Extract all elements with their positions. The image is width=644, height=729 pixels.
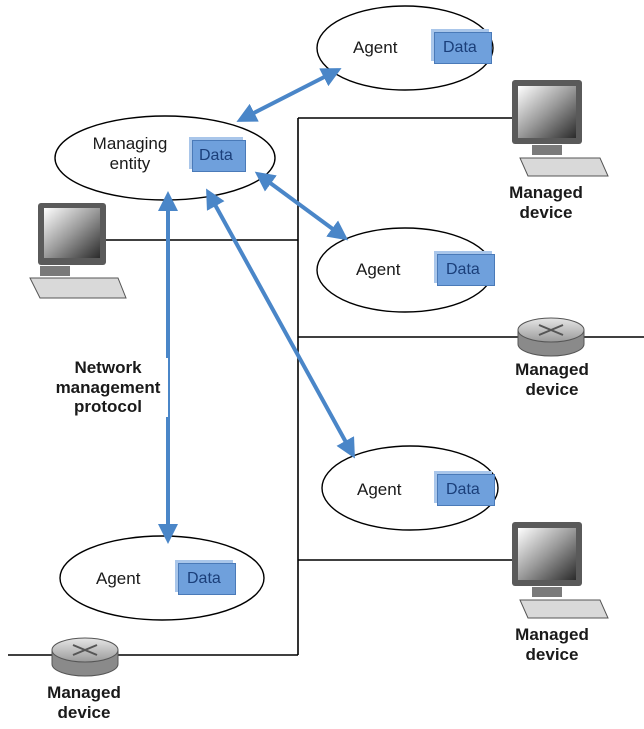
device-label-line1: Managed bbox=[509, 183, 583, 202]
agent-data-label-3: Data bbox=[446, 481, 480, 498]
managed-device-label-1: Managed device bbox=[496, 183, 596, 222]
device-label-line2: device bbox=[519, 202, 573, 222]
managing-entity-data-box: Data bbox=[192, 140, 246, 172]
agent-label-4: Agent bbox=[96, 569, 141, 588]
device-label-line2: device bbox=[525, 379, 579, 399]
agent-label-3: Agent bbox=[357, 480, 402, 499]
managed-device-label-2: Managed device bbox=[502, 360, 602, 399]
managing-entity-line2: entity bbox=[109, 153, 151, 173]
agent-ellipse-1 bbox=[316, 5, 494, 91]
arrow-managing-agent3 bbox=[206, 188, 355, 459]
device-label-line2: device bbox=[525, 644, 579, 664]
agent-data-box-3: Data bbox=[437, 474, 495, 506]
router-icon-right bbox=[517, 317, 585, 357]
agent-data-label-2: Data bbox=[446, 261, 480, 278]
device-label-line2: device bbox=[57, 702, 111, 722]
agent-data-box-4: Data bbox=[178, 563, 236, 595]
protocol-label-line1: Network bbox=[74, 358, 142, 377]
managing-entity-data-label: Data bbox=[199, 147, 233, 164]
agent-data-box-1: Data bbox=[434, 32, 492, 64]
managing-pc-icon bbox=[29, 203, 127, 299]
agent-label-2: Agent bbox=[356, 260, 401, 279]
arrow-managing-agent2 bbox=[254, 171, 349, 241]
agent-label-1: Agent bbox=[353, 38, 398, 57]
computer-icon-top bbox=[512, 80, 609, 177]
device-label-line1: Managed bbox=[515, 360, 589, 379]
computer-icon-bottom bbox=[512, 522, 609, 619]
router-icon-left bbox=[51, 637, 119, 677]
device-label-line1: Managed bbox=[47, 683, 121, 702]
agent-data-box-2: Data bbox=[437, 254, 495, 286]
managed-device-label-3: Managed device bbox=[502, 625, 602, 664]
managing-entity-line1: Managing bbox=[92, 134, 168, 153]
agent-data-label-1: Data bbox=[443, 39, 477, 56]
protocol-label-line2: management bbox=[55, 377, 161, 397]
protocol-label-line3: protocol bbox=[74, 397, 142, 417]
managed-device-label-4: Managed device bbox=[34, 683, 134, 722]
arrow-managing-agent1 bbox=[236, 68, 342, 122]
device-label-line1: Managed bbox=[515, 625, 589, 644]
network-management-protocol-label: Network management protocol bbox=[48, 358, 168, 417]
agent-ellipse-3 bbox=[321, 445, 499, 531]
agent-data-label-4: Data bbox=[187, 570, 221, 587]
managing-entity-label: Managing entity bbox=[80, 134, 180, 173]
